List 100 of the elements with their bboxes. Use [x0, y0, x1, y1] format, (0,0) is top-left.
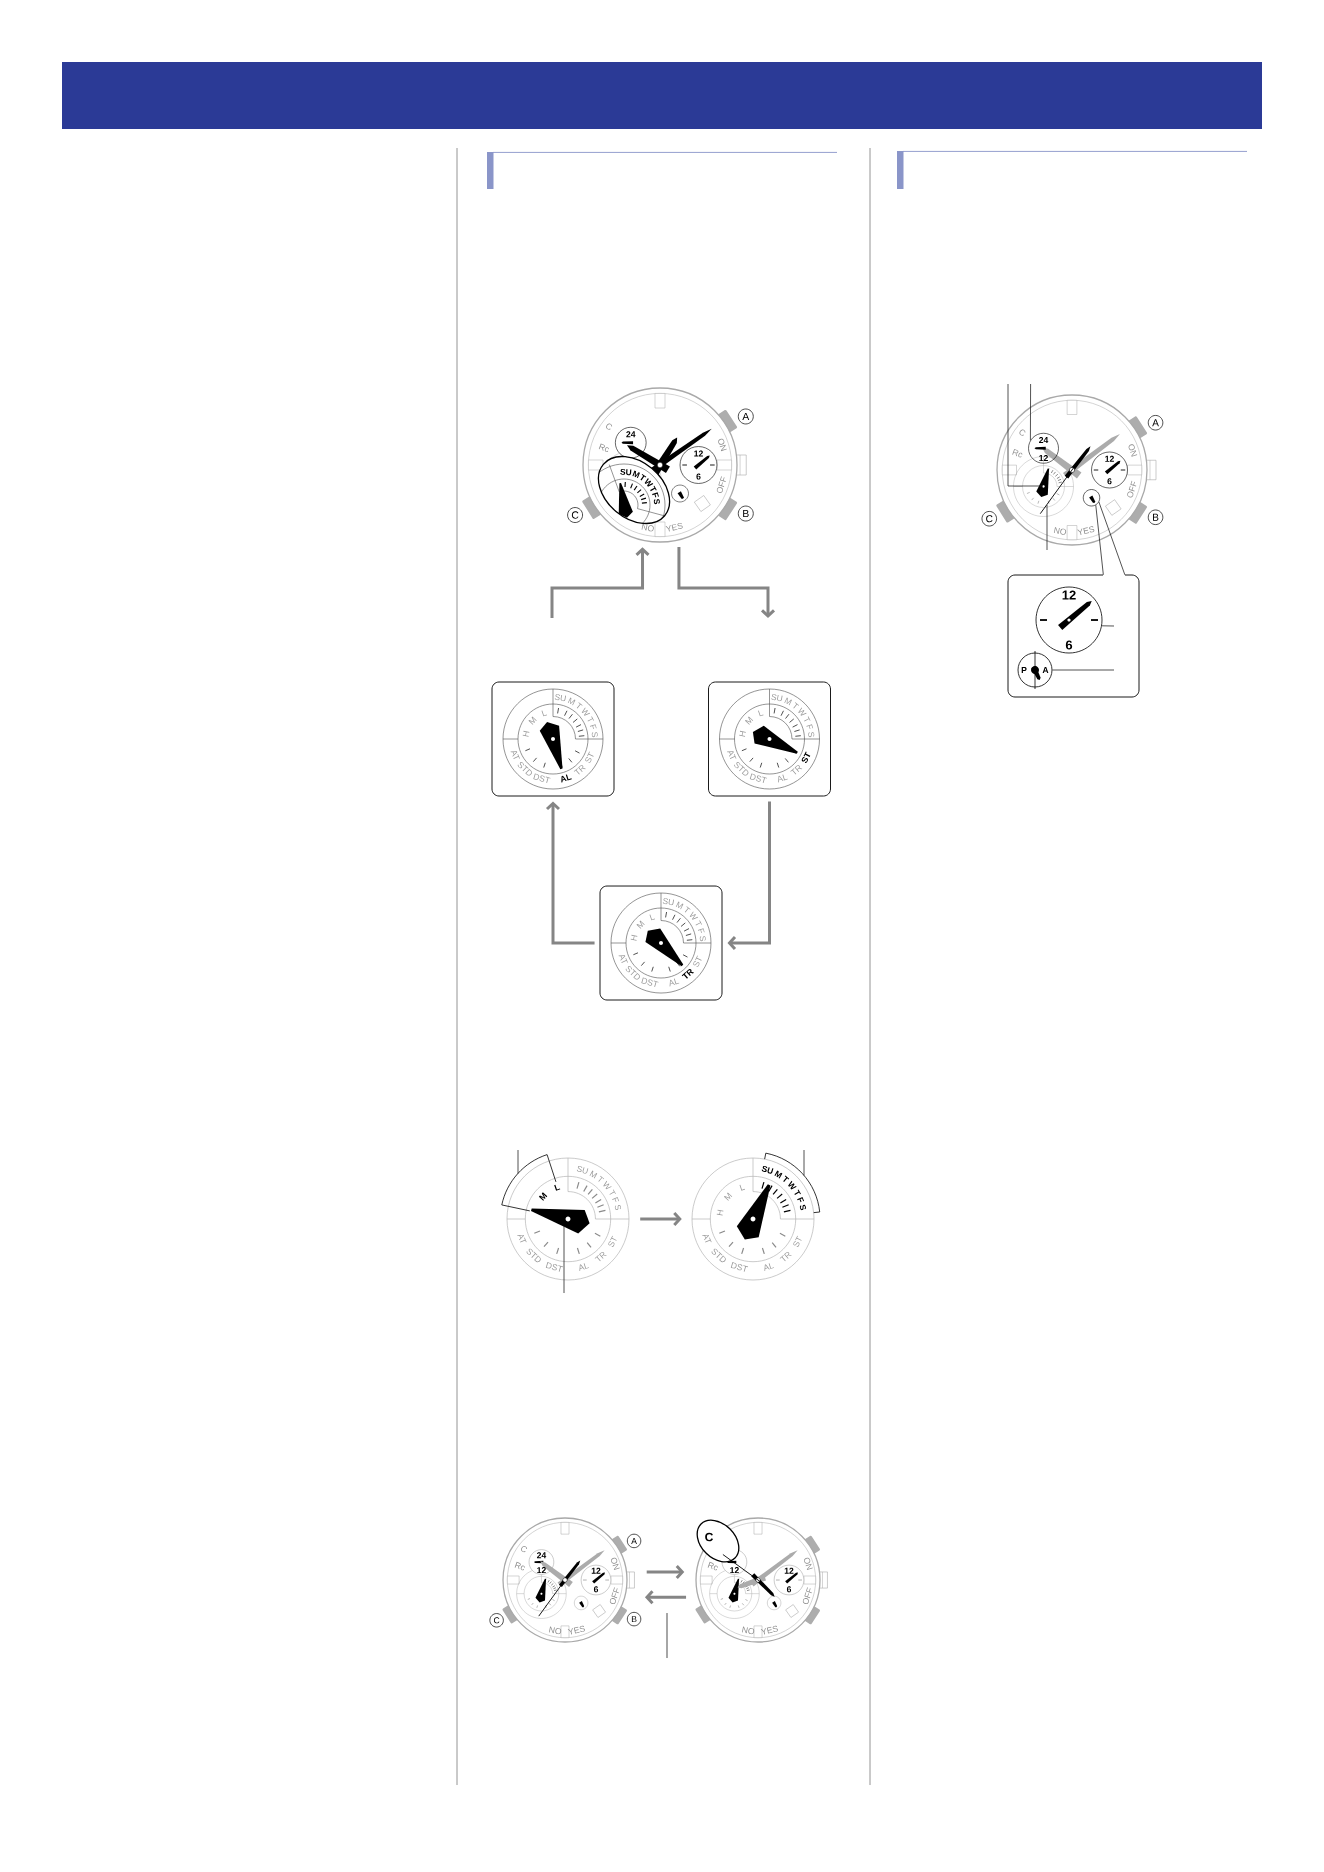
dial-label: F	[589, 724, 597, 730]
dial-label: M	[784, 697, 792, 706]
dial-label: M	[744, 716, 754, 725]
arrow	[640, 1212, 682, 1227]
button-label: C	[981, 511, 997, 527]
dial-label: SU	[576, 1166, 589, 1174]
dial-label: C	[705, 1532, 713, 1542]
inset-frame	[1007, 574, 1140, 698]
bezel-label: C	[521, 1546, 528, 1553]
subdial-numeral: 12	[784, 1567, 794, 1574]
dial-label: L	[554, 1184, 561, 1191]
button-label: C	[567, 507, 583, 523]
subdial-numeral: 24	[536, 1552, 547, 1559]
dial-label: T	[794, 1189, 801, 1196]
dial-label: ST	[693, 955, 702, 967]
button-label: A	[1147, 415, 1164, 431]
dial-label: F	[697, 928, 705, 934]
dial-label: M	[723, 1192, 733, 1201]
bezel-label: ON	[804, 1557, 813, 1571]
arrow	[677, 547, 775, 618]
bezel-label: YES	[567, 1625, 585, 1635]
dial-label: T	[804, 716, 811, 722]
dial-label: S	[699, 936, 706, 942]
bezel-label: NO	[549, 1626, 562, 1635]
button-label: B	[1147, 509, 1164, 525]
dial-label: F	[806, 724, 814, 730]
dial-label: T	[587, 716, 594, 722]
arrow	[646, 1564, 685, 1579]
dial-label: M	[538, 1192, 548, 1201]
dial-label: S	[653, 499, 660, 505]
subdial-numeral: 12	[1062, 590, 1076, 600]
dial-label: ST	[793, 1235, 802, 1248]
dial-label: H	[739, 730, 746, 737]
button-label: B	[737, 505, 754, 522]
dial-label: H	[630, 934, 638, 941]
dial-label: SU	[761, 1166, 774, 1174]
dial-label: STD	[625, 966, 640, 980]
dial-label: H	[716, 1209, 724, 1216]
dial-label: M	[528, 716, 537, 725]
bezel-label: OFF	[609, 1587, 619, 1605]
dial-label: STD	[517, 762, 532, 776]
bezel-label: YES	[760, 1625, 778, 1635]
dial-label: M	[774, 1170, 783, 1179]
bezel-label: Rc	[514, 1561, 525, 1571]
dial-label: DST	[641, 977, 659, 987]
dial-label: TR	[594, 1251, 607, 1262]
bezel-label: ON	[718, 438, 727, 452]
subdial-numeral: 12	[694, 450, 703, 457]
bezel-label: Rc	[707, 1561, 718, 1571]
dial-label: AT	[510, 751, 520, 759]
subdial-label: P	[1021, 667, 1027, 673]
dial-label: TR	[681, 969, 695, 979]
dial-label: L	[758, 710, 764, 717]
dial-label: S	[799, 1204, 806, 1211]
bezel-label: OFF	[716, 476, 726, 493]
dial-label: TR	[790, 765, 803, 775]
arrow	[727, 801, 771, 951]
dial-label: T	[609, 1189, 616, 1195]
leader-line	[563, 1225, 565, 1294]
dial-label: S	[808, 732, 815, 738]
dial-label: T	[695, 920, 702, 926]
dial-label: AL	[764, 1263, 775, 1271]
button-label: B	[626, 1612, 642, 1627]
dial-label: AT	[618, 955, 628, 963]
subdial-numeral: 6	[1065, 640, 1073, 650]
dial-label: SU	[771, 694, 783, 702]
dial-label: DST	[730, 1262, 749, 1272]
dial-label: AT	[702, 1234, 712, 1243]
dial-label: ST	[585, 751, 594, 763]
dial-label: DST	[533, 773, 551, 783]
dial-label: M	[567, 697, 576, 706]
dial-label: SU	[620, 468, 632, 476]
subdial-numeral: 6	[696, 473, 701, 480]
dial-label: M	[636, 920, 645, 929]
subdial-numeral: 6	[786, 1586, 792, 1593]
button-label: A	[626, 1533, 642, 1549]
leader-line	[803, 1149, 805, 1176]
dial-label: M	[632, 470, 640, 479]
arrow	[546, 801, 595, 945]
dial-label: AL	[669, 978, 680, 987]
bezel-label: YES	[665, 522, 683, 532]
dial-label: S	[591, 732, 598, 738]
bezel-label: OFF	[802, 1587, 812, 1605]
button-label: A	[737, 408, 754, 425]
dial-label: SU	[554, 694, 567, 702]
dial-label: H	[522, 730, 530, 737]
dial-label: DST	[545, 1262, 564, 1272]
dial-label: SU	[662, 898, 675, 906]
leader-line	[1052, 669, 1115, 671]
dial-label: F	[652, 492, 659, 498]
dial-label: AT	[517, 1234, 527, 1243]
button-label: C	[489, 1613, 504, 1628]
dial-label: F	[612, 1197, 620, 1203]
bezel-label: ON	[611, 1557, 620, 1571]
arrow	[644, 1590, 687, 1605]
dial-label: ST	[801, 751, 811, 763]
dial-label: DST	[749, 773, 768, 783]
dial-label: AL	[778, 774, 788, 783]
dial-label: L	[649, 914, 655, 921]
dial-label: M	[675, 901, 684, 910]
